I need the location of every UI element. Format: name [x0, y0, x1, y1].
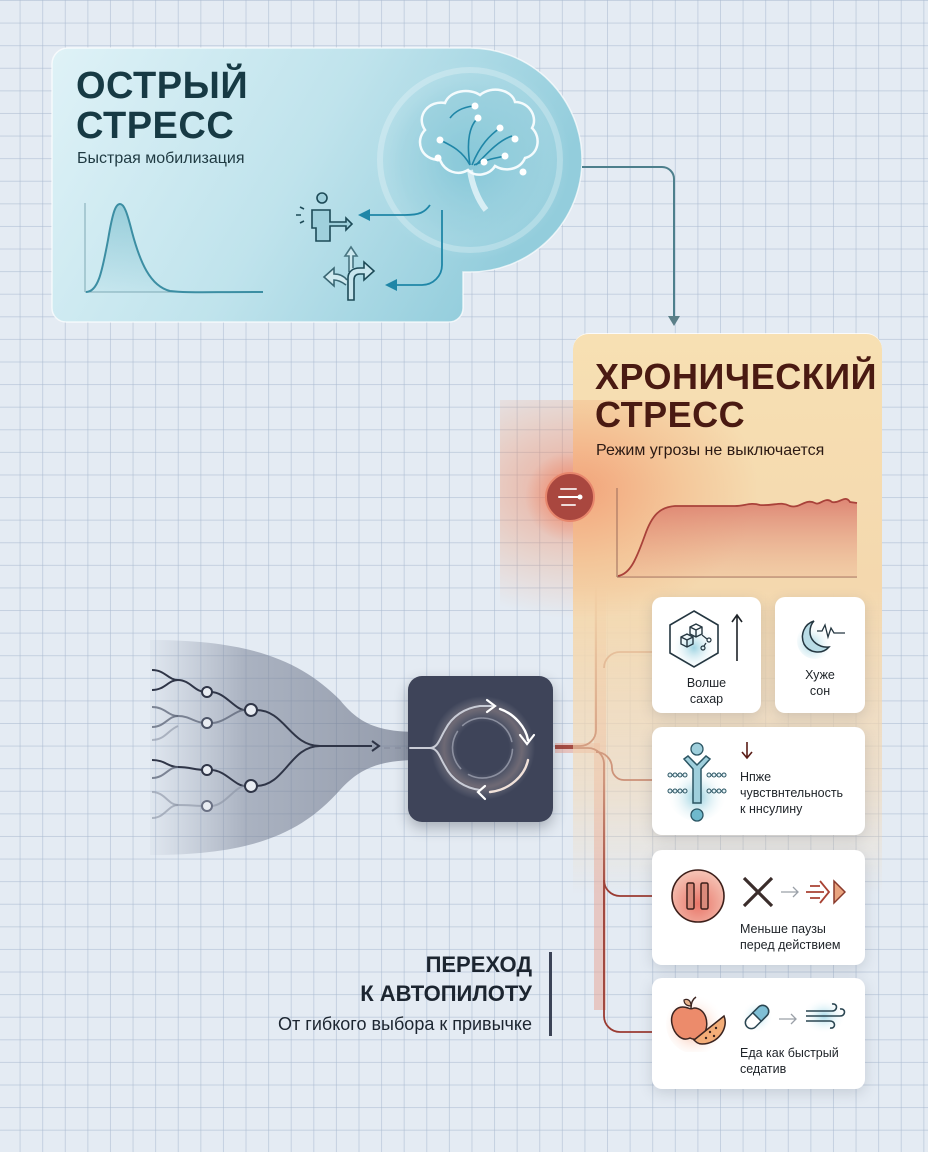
cross-icon	[742, 876, 774, 908]
effect-label-pause: Меньше паузы перед действием	[740, 922, 841, 952]
effect-card-sugar: Волше сахар	[652, 597, 761, 713]
acute-subtitle: Быстрая мобилизация	[77, 150, 245, 167]
insulin-receptor-icon	[667, 742, 727, 822]
arrow-right-icon	[781, 886, 799, 898]
branching-arrows-icon	[322, 245, 376, 301]
brain-network-icon	[418, 88, 539, 212]
autopilot-accent-bar	[549, 952, 552, 1036]
apple-melon-icon	[666, 994, 726, 1052]
chronic-title: ХРОНИЧЕСКИЙ СТРЕСС	[595, 356, 877, 435]
moon-wave-icon	[797, 620, 845, 659]
brain-to-action-arrows	[368, 204, 443, 286]
autopilot-subtitle: От гибкого выбора к привычке	[278, 1014, 532, 1034]
acute-chart	[84, 202, 264, 294]
effect-label-sleep: Хуже сон	[805, 668, 835, 698]
pause-circle-icon	[671, 869, 725, 923]
autopilot-title: ПЕРЕХОД К АВТОПИЛОТУ	[360, 952, 532, 1006]
choice-branches-icon	[151, 669, 410, 819]
effect-card-insulin: Нпже чувствнтельность к ннсулину	[652, 727, 865, 835]
effect-card-food: Еда как быстрый седатив	[652, 978, 865, 1089]
wind-icon	[802, 998, 846, 1034]
arrow-right-icon	[779, 1013, 797, 1025]
arrow-up-icon	[731, 613, 743, 661]
pill-icon	[741, 1001, 773, 1033]
effect-label-food: Еда как быстрый седатив	[740, 1046, 839, 1076]
effect-label-sugar: Волше сахар	[686, 676, 727, 706]
effect-card-sleep: Хуже сон	[775, 597, 865, 713]
person-action-icon	[296, 192, 354, 242]
chronic-subtitle: Режим угрозы не выключается	[596, 442, 825, 459]
acute-to-chronic-arrow	[582, 166, 675, 318]
choice-funnel	[150, 640, 420, 855]
effect-card-pause: Меньше паузы перед действием	[652, 850, 865, 965]
fast-forward-icon	[806, 879, 846, 905]
effect-label-insulin: Нпже чувствнтельность к ннсулину	[740, 770, 844, 816]
acute-title: ОСТРЫЙ СТРЕСС	[76, 65, 249, 147]
autopilot-box	[408, 676, 553, 822]
sugar-cubes-hexagon-icon	[669, 610, 719, 668]
arrow-down-icon	[741, 742, 753, 760]
